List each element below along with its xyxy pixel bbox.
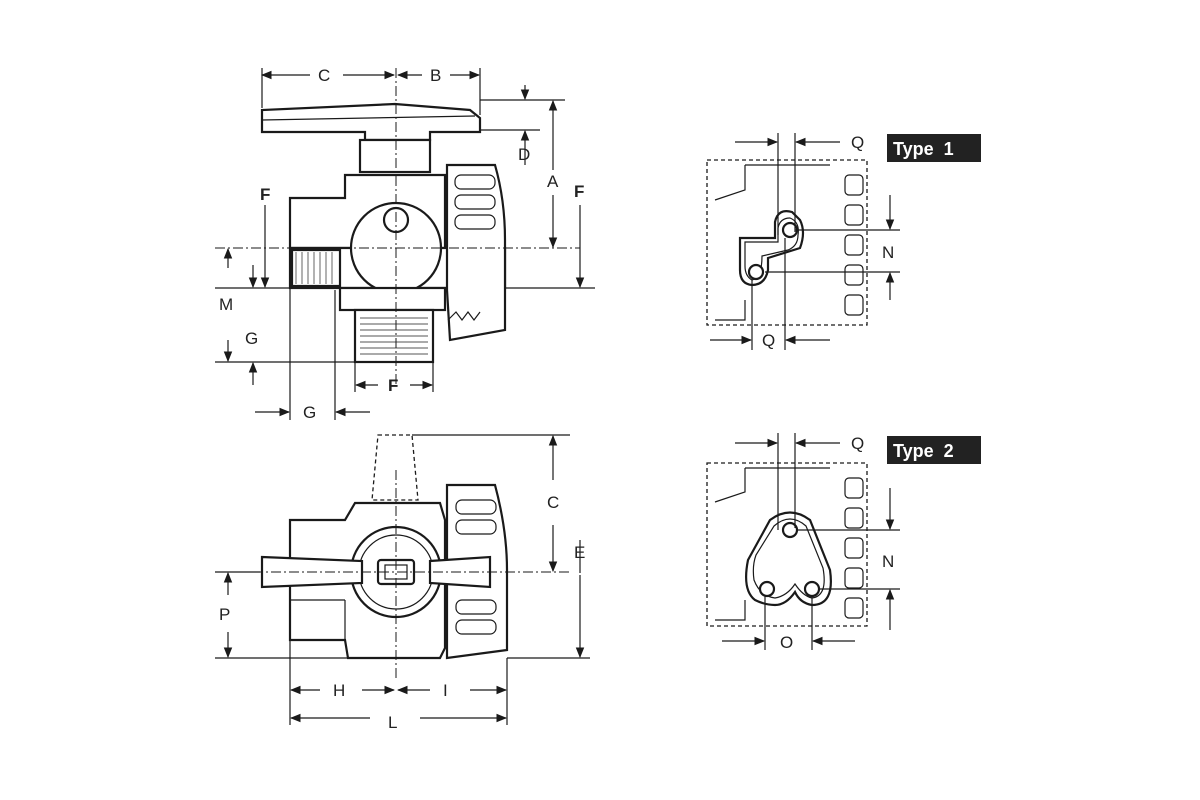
type1-nut-grips	[844, 174, 864, 316]
type1-dimensions	[710, 133, 900, 350]
label-f-left: F	[260, 185, 270, 204]
front-view	[215, 68, 580, 385]
front-labels: C B D A F F M G F G	[219, 66, 584, 422]
spring-symbol	[447, 311, 481, 321]
front-union-nut	[445, 163, 507, 342]
type2-port-right	[803, 580, 821, 598]
type1-view	[706, 159, 868, 326]
left-thread	[290, 248, 342, 288]
label-m: M	[219, 295, 233, 314]
type2-outline	[706, 462, 868, 627]
type1-labels: Q N Q Type 1	[762, 133, 981, 350]
label-c-side: C	[547, 493, 559, 512]
label-g-left: G	[245, 329, 258, 348]
label-q-type2: Q	[851, 434, 864, 453]
label-i: I	[443, 681, 448, 700]
label-q-type1-bottom: Q	[762, 331, 775, 350]
front-stem	[358, 138, 432, 174]
label-f-bottom: F	[388, 376, 398, 395]
label-g-bottom: G	[303, 403, 316, 422]
front-handle	[260, 102, 482, 142]
bottom-collar	[338, 286, 447, 312]
label-q-type1-top: Q	[851, 133, 864, 152]
type2-dimensions	[722, 433, 900, 650]
dashed-handle	[371, 434, 419, 501]
label-l: L	[388, 713, 397, 732]
front-dimensions	[215, 68, 595, 420]
side-labels: C E P H I L	[219, 493, 585, 732]
label-p: P	[219, 605, 230, 624]
label-e: E	[574, 543, 585, 562]
type2-port-left	[758, 580, 776, 598]
type2-badge	[887, 436, 981, 464]
type1-badge	[887, 134, 981, 162]
label-c-top: C	[318, 66, 330, 85]
side-dimensions	[215, 434, 590, 725]
type1-badge-text: Type 1	[893, 139, 954, 159]
label-n-type2: N	[882, 552, 894, 571]
type2-nut-grips	[844, 477, 864, 619]
label-b: B	[430, 66, 441, 85]
type2-badge-text: Type 2	[893, 441, 954, 461]
label-h: H	[333, 681, 345, 700]
label-f-right: F	[574, 182, 584, 201]
type1-port-left	[747, 263, 765, 281]
label-a: A	[547, 172, 559, 191]
type2-labels: Q N O Type 2	[780, 434, 981, 652]
type2-view	[706, 462, 868, 627]
label-d: D	[518, 145, 530, 164]
side-view	[235, 434, 570, 680]
type1-outline	[706, 159, 868, 326]
label-n-type1: N	[882, 243, 894, 262]
label-o: O	[780, 633, 793, 652]
